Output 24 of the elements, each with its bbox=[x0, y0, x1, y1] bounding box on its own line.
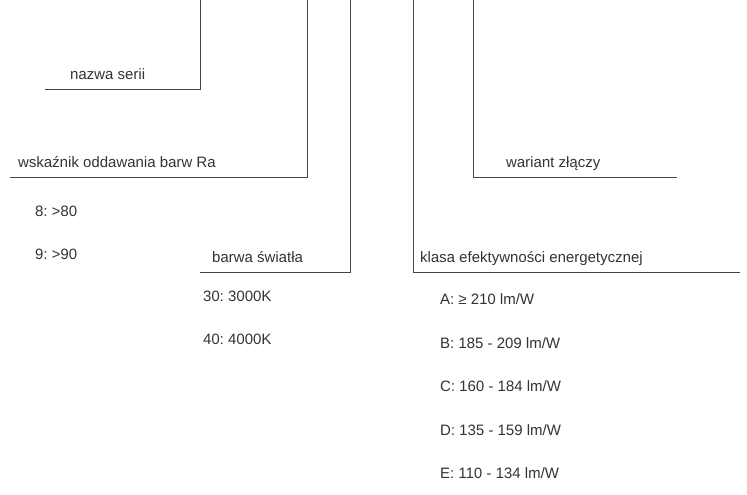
leader-line bbox=[413, 0, 414, 244]
leader-line bbox=[307, 0, 308, 148]
underlined-label bbox=[10, 148, 308, 178]
leader-line bbox=[473, 0, 474, 148]
label-text: wariant złączy bbox=[506, 154, 600, 171]
label-text: barwa światła bbox=[212, 249, 303, 266]
leader-line bbox=[200, 0, 201, 60]
value-option: 40: 4000K bbox=[203, 331, 272, 348]
value-option: B: 185 - 209 lm/W bbox=[440, 334, 560, 352]
value-option: C: 160 - 184 lm/W bbox=[440, 378, 561, 395]
underlined-label bbox=[413, 243, 740, 273]
underlined-label bbox=[200, 243, 351, 273]
label-text: nazwa serii bbox=[70, 66, 146, 83]
value-option: D: 135 - 159 lm/W bbox=[440, 422, 561, 438]
label-text: klasa efektywności energetycznej bbox=[420, 249, 643, 266]
label-text: wskaźnik oddawania barw Ra bbox=[18, 154, 216, 171]
leader-line bbox=[350, 0, 351, 244]
underlined-label bbox=[473, 148, 677, 178]
value-option: 9: >90 bbox=[35, 246, 78, 263]
underlined-label bbox=[45, 60, 201, 90]
value-option: E: 110 - 134 lm/W bbox=[440, 465, 559, 482]
value-option: 8: >80 bbox=[35, 203, 78, 220]
value-option: 30: 3000K bbox=[203, 288, 272, 305]
value-option: A: ≥ 210 lm/W bbox=[440, 291, 534, 308]
